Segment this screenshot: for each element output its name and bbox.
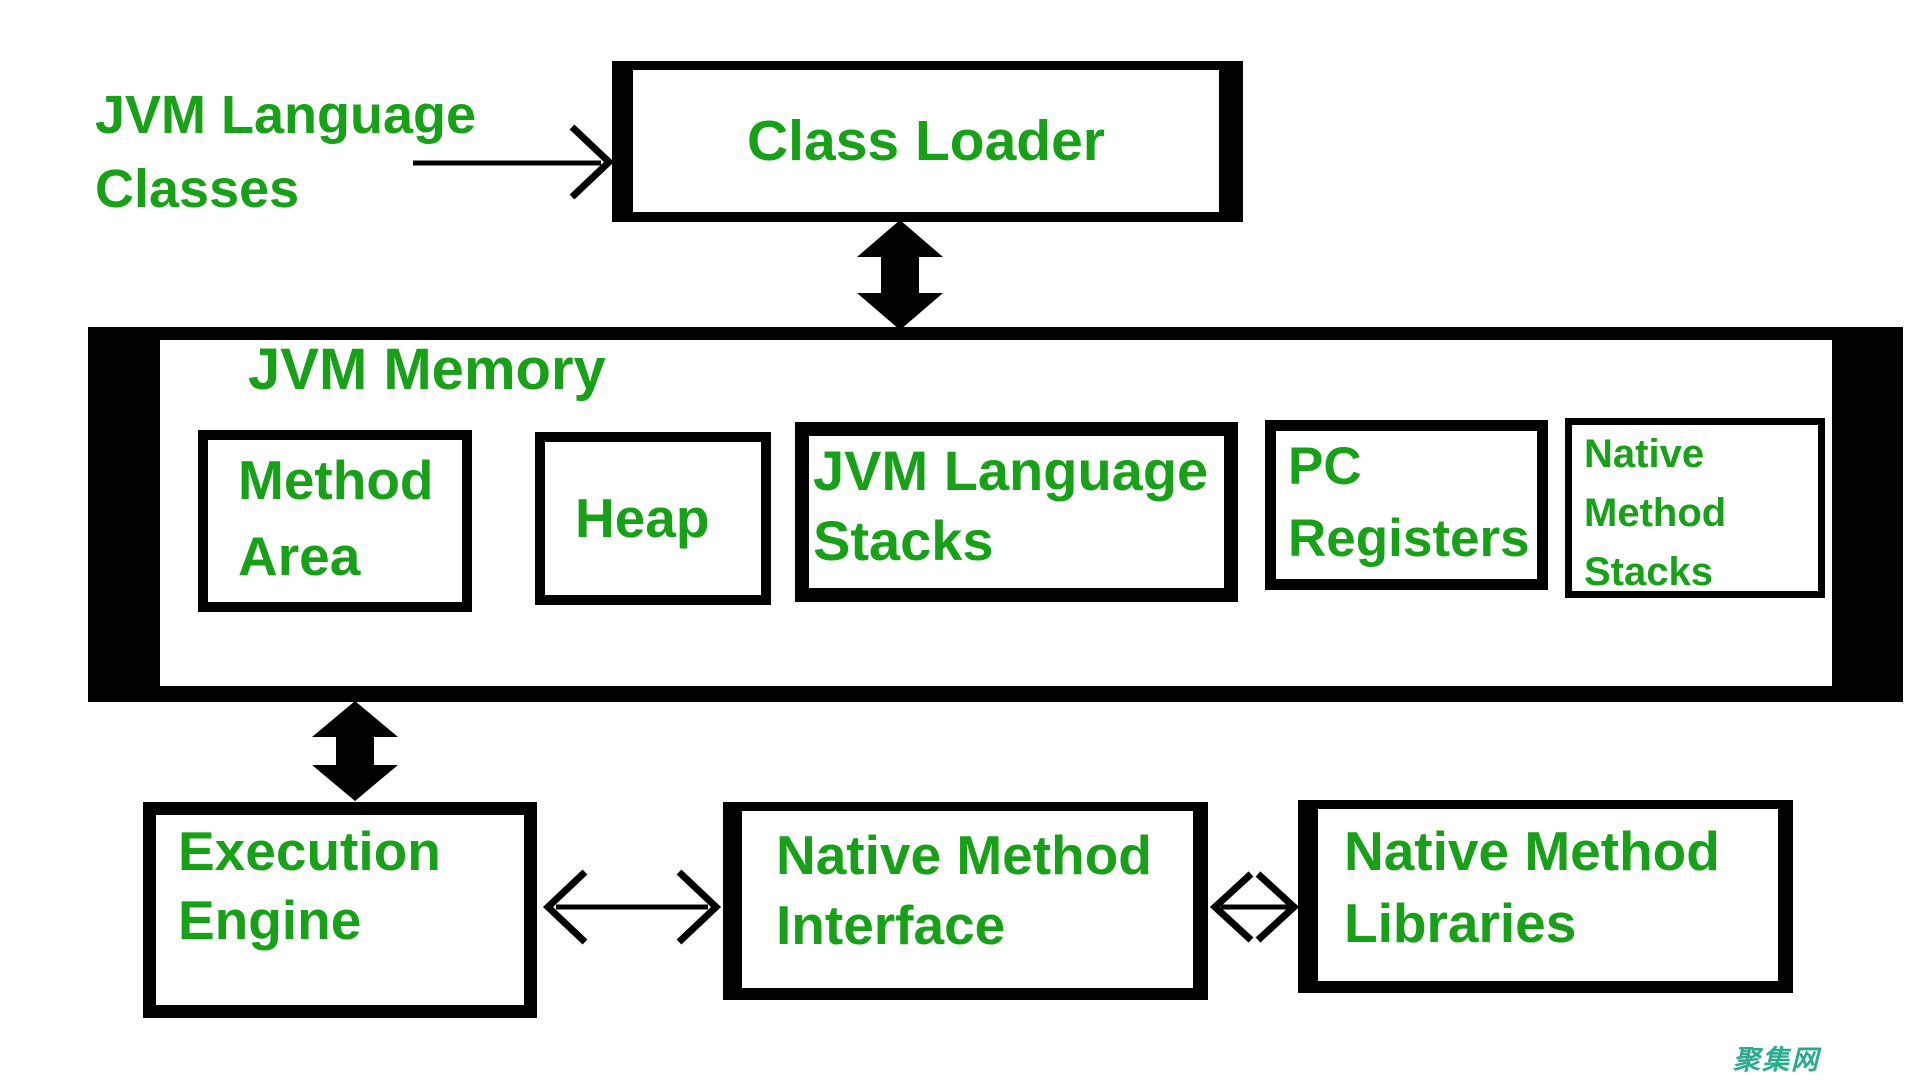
double-arrow-memory-executionengine <box>312 701 398 801</box>
native-method-stacks-line1: Native <box>1584 432 1705 476</box>
pc-registers-line1: PC <box>1288 437 1362 496</box>
native-method-interface-line2: Interface <box>776 894 1006 956</box>
native-method-libraries-box: Native Method Libraries <box>1298 800 1793 993</box>
watermark-text: 聚集网 <box>1733 1045 1820 1075</box>
execution-engine-box: Execution Engine <box>143 802 537 1018</box>
native-method-libraries-line1: Native Method <box>1344 820 1720 882</box>
heap-box: Heap <box>535 432 771 605</box>
jvm-language-classes-label: JVM Language Classes <box>95 78 476 226</box>
native-method-stacks-line3: Stacks <box>1584 550 1713 594</box>
jvm-language-stacks-box: JVM Language Stacks <box>795 422 1238 602</box>
method-area-line1: Method <box>238 449 434 511</box>
native-method-interface-box: Native Method Interface <box>723 802 1208 1000</box>
double-arrow-executionengine-nmi <box>542 869 722 945</box>
jvm-language-stacks-line1: JVM Language <box>813 439 1209 502</box>
class-loader-label: Class Loader <box>747 109 1105 173</box>
jvm-memory-title: JVM Memory <box>248 337 606 402</box>
method-area-line2: Area <box>238 525 361 587</box>
method-area-box: Method Area <box>198 430 472 612</box>
double-arrow-classloader-memory <box>857 220 943 330</box>
execution-engine-line1: Execution <box>178 820 441 882</box>
native-method-stacks-box: Native Method Stacks <box>1565 418 1825 598</box>
heap-label: Heap <box>575 487 710 549</box>
class-loader-box: Class Loader <box>612 61 1243 222</box>
pc-registers-box: PC Registers <box>1265 420 1548 590</box>
jvm-language-classes-line1: JVM Language <box>95 85 477 145</box>
double-arrow-nmi-nml <box>1209 871 1300 943</box>
jvm-language-classes-line2: Classes <box>95 159 300 219</box>
native-method-libraries-line2: Libraries <box>1344 892 1577 954</box>
execution-engine-line2: Engine <box>178 889 362 951</box>
pc-registers-line2: Registers <box>1288 509 1530 568</box>
native-method-interface-line1: Native Method <box>776 824 1152 886</box>
jvm-language-stacks-line2: Stacks <box>813 509 994 572</box>
native-method-stacks-line2: Method <box>1584 491 1727 535</box>
